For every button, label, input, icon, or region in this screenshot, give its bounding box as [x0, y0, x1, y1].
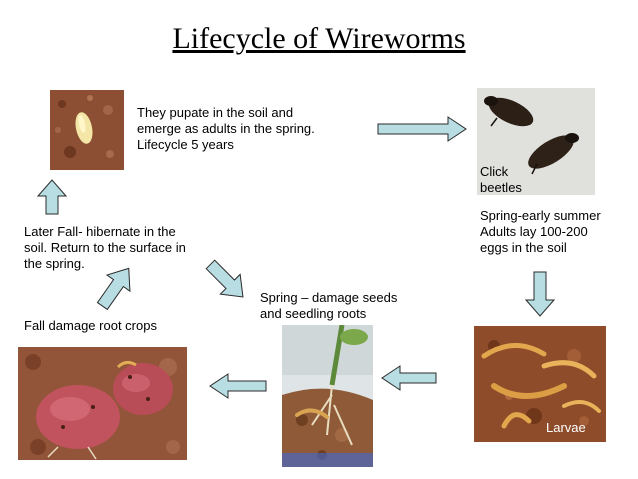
potatoes-photo [18, 347, 187, 460]
fall-text: Fall damage root crops [24, 318, 157, 333]
beetles-photo: Click beetles [477, 88, 595, 195]
spring-text: Spring – damage seeds and seedling roots [260, 290, 397, 322]
adults-text: Spring-early summer Adults lay 100-200 e… [480, 208, 601, 256]
spring-text-line: and seedling roots [260, 306, 367, 321]
later-fall-text-line: Later Fall- hibernate in the [24, 224, 176, 239]
later-fall-text-line: soil. Return to the surface in [24, 240, 186, 255]
diagram-title: Lifecycle of Wireworms [172, 22, 466, 55]
arrow-up-right-icon [96, 267, 131, 311]
arrow-right-icon [377, 116, 467, 142]
pupa-photo [50, 90, 124, 170]
seedling-photo [282, 325, 373, 467]
pupa-text-line: They pupate in the soil and [137, 105, 294, 120]
beetles-label-line: beetles [480, 180, 522, 195]
beetles-label: Click beetles [480, 164, 522, 195]
adults-text-line: Adults lay 100-200 [480, 224, 588, 239]
later-fall-text-line: the spring. [24, 256, 85, 271]
beetles-label-line: Click [480, 164, 509, 179]
pupa-text-line: emerge as adults in the spring. [137, 121, 315, 136]
pupa-text: They pupate in the soil and emerge as ad… [137, 105, 315, 153]
later-fall-text: Later Fall- hibernate in the soil. Retur… [24, 224, 186, 272]
arrow-left-icon [209, 373, 267, 399]
arrow-down-icon [524, 271, 556, 317]
larvae-label: Larvae [546, 420, 586, 435]
larvae-photo: Larvae [474, 326, 606, 442]
arrow-down-right-icon [205, 259, 244, 298]
arrow-left-icon [381, 365, 437, 391]
adults-text-line: Spring-early summer [480, 208, 601, 223]
adults-text-line: eggs in the soil [480, 240, 567, 255]
arrow-up-icon [36, 179, 68, 215]
pupa-text-line: Lifecycle 5 years [137, 137, 234, 152]
spring-text-line: Spring – damage seeds [260, 290, 398, 305]
